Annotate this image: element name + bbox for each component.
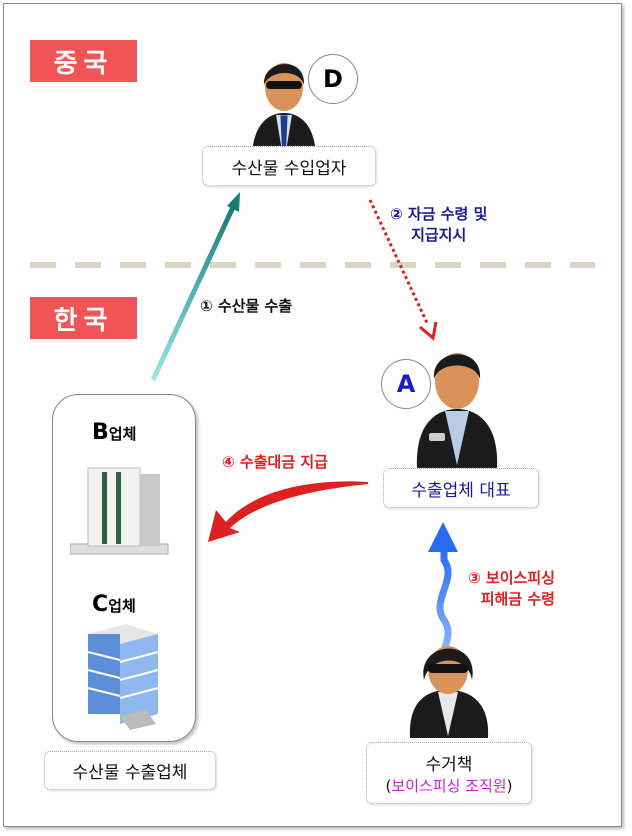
step2-line2: 지급지시 bbox=[411, 226, 467, 244]
region-china-badge: 중국 bbox=[30, 40, 137, 82]
representative-label: 수출업체 대표 bbox=[383, 468, 539, 508]
importer-label: 수산물 수입업자 bbox=[202, 146, 376, 186]
step4-label: ④ 수출대금 지급 bbox=[222, 453, 328, 471]
step3-label: ③ 보이스피싱 피해금 수령 bbox=[468, 568, 555, 610]
company-b-label: B업체 bbox=[92, 420, 137, 445]
collector-sublabel: (보이스피싱 조직원) bbox=[385, 777, 513, 795]
export-arrow bbox=[150, 192, 240, 382]
step2-line1: ② 자금 수령 및 bbox=[390, 205, 488, 223]
representative-person-icon bbox=[416, 353, 498, 468]
instruction-arrow bbox=[368, 199, 438, 341]
region-korea-badge: 한국 bbox=[30, 297, 137, 339]
payment-arrow bbox=[208, 481, 368, 542]
exporters-label: 수산물 수출업체 bbox=[44, 751, 216, 790]
step3-line1: ③ 보이스피싱 bbox=[468, 569, 555, 587]
step3-line2: 피해금 수령 bbox=[480, 590, 555, 608]
representative-a-badge: A bbox=[381, 359, 431, 409]
step2-label: ② 자금 수령 및 지급지시 bbox=[390, 204, 487, 246]
step1-label: ① 수산물 수출 bbox=[200, 297, 293, 315]
company-c-label: C업체 bbox=[92, 592, 136, 617]
collector-label: 수거책 bbox=[425, 755, 473, 775]
exporter-companies-box bbox=[52, 394, 196, 742]
diagram-frame bbox=[3, 3, 622, 827]
collector-person-icon bbox=[409, 646, 489, 738]
collector-label-box: 수거책 (보이스피싱 조직원) bbox=[366, 742, 532, 804]
importer-d-badge: D bbox=[308, 54, 358, 104]
company-b-building-icon bbox=[70, 467, 169, 555]
company-c-building-icon bbox=[87, 624, 159, 730]
